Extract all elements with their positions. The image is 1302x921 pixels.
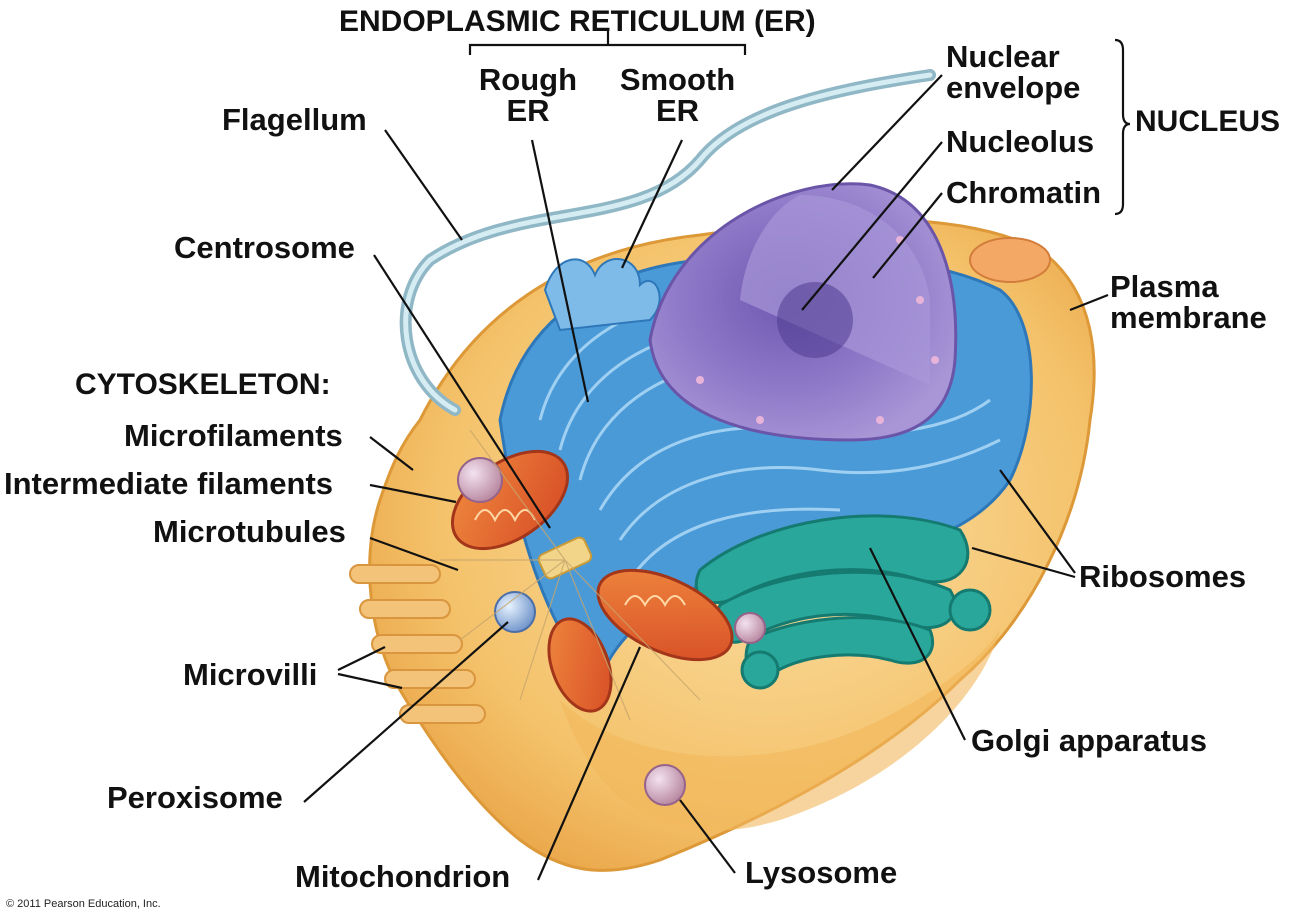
golgi-apparatus-label: Golgi apparatus	[971, 723, 1207, 758]
chromatin-label: Chromatin	[946, 175, 1101, 210]
flagellum-label: Flagellum	[222, 102, 367, 137]
nucleolus-label: Nucleolus	[946, 124, 1095, 159]
er-header-label: ENDOPLASMIC RETICULUM (ER)	[339, 5, 816, 38]
lysosome-label: Lysosome	[745, 855, 898, 890]
golgi-shape	[694, 514, 992, 690]
microvilli-label: Microvilli	[183, 657, 318, 692]
lysosome-shape	[644, 764, 686, 806]
plasma-membrane-label: Plasma membrane	[1110, 269, 1267, 335]
centrosome-label: Centrosome	[174, 230, 355, 265]
nuclear-envelope-label: Nuclear envelope	[946, 39, 1081, 105]
centrosome-shape	[537, 536, 593, 580]
rough-er-label: Rough ER	[478, 62, 578, 128]
microtubules-label: Microtubules	[153, 514, 346, 549]
copyright-text: © 2011 Pearson Education, Inc.	[6, 898, 161, 910]
peroxisome-shape	[494, 591, 536, 633]
cytoskeleton-label: CYTOSKELETON:	[75, 368, 331, 401]
leader-lines	[303, 30, 1131, 881]
nucleolus-shape	[777, 282, 853, 358]
nucleus-shape	[648, 182, 958, 442]
nucleus-label: NUCLEUS	[1135, 105, 1281, 138]
microfilaments-label: Microfilaments	[124, 418, 343, 453]
mitochondrion-label: Mitochondrion	[295, 859, 511, 894]
vesicle-shape	[457, 457, 503, 503]
ribosomes-label: Ribosomes	[1079, 559, 1247, 594]
peroxisome-label: Peroxisome	[107, 780, 283, 815]
intermediate-filaments-label: Intermediate filaments	[4, 466, 334, 501]
microvilli-shapes	[349, 564, 486, 724]
smooth-er-label: Smooth ER	[619, 62, 736, 128]
